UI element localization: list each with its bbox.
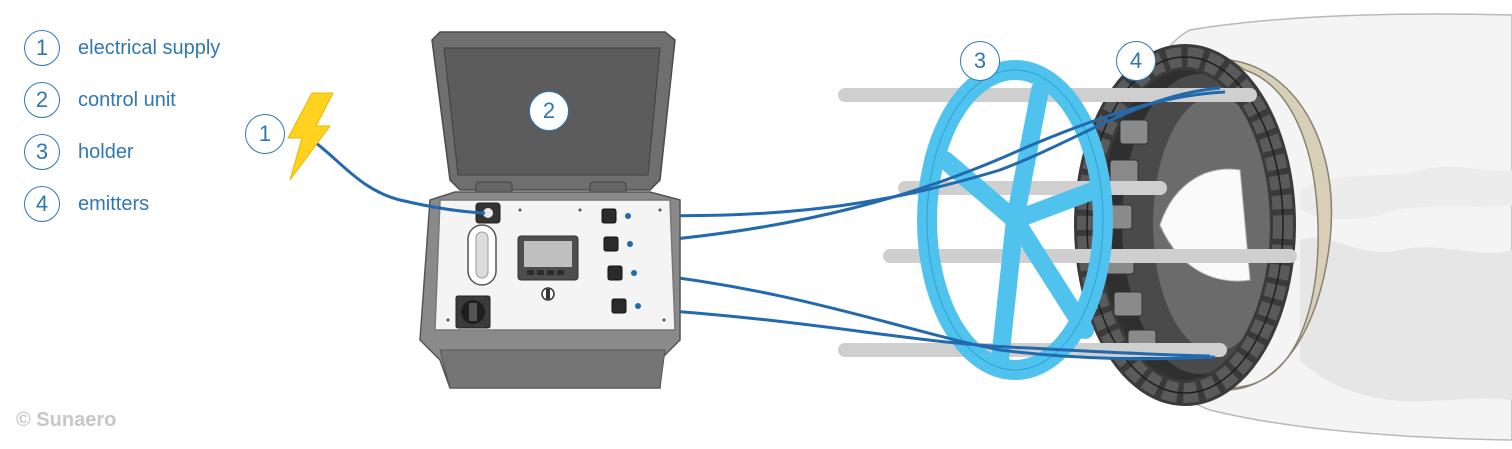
marker-control-unit: 2 (529, 91, 569, 131)
copyright-notice: © Sunaero (16, 409, 117, 431)
legend-label: electrical supply (78, 36, 221, 59)
legend-item-emitters: 4 emitters (24, 184, 220, 224)
legend-label: holder (78, 140, 134, 163)
legend-item-supply: 1 electrical supply (24, 28, 220, 68)
legend-label: emitters (78, 192, 150, 215)
legend-number: 4 (24, 186, 60, 222)
holder-wheel (917, 60, 1113, 380)
legend-item-holder: 3 holder (24, 132, 220, 172)
marker-emitters: 4 (1116, 41, 1156, 81)
legend: 1 electrical supply 2 control unit 3 hol… (24, 28, 220, 236)
legend-number: 2 (24, 82, 60, 118)
lightning-bolt-icon (287, 92, 334, 181)
legend-label: control unit (78, 88, 176, 111)
legend-number: 3 (24, 134, 60, 170)
marker-supply: 1 (245, 114, 285, 154)
legend-number: 1 (24, 30, 60, 66)
supply-cable (311, 138, 486, 215)
marker-holder: 3 (960, 41, 1000, 81)
legend-item-control-unit: 2 control unit (24, 80, 220, 120)
emitter-cables (629, 86, 1226, 361)
